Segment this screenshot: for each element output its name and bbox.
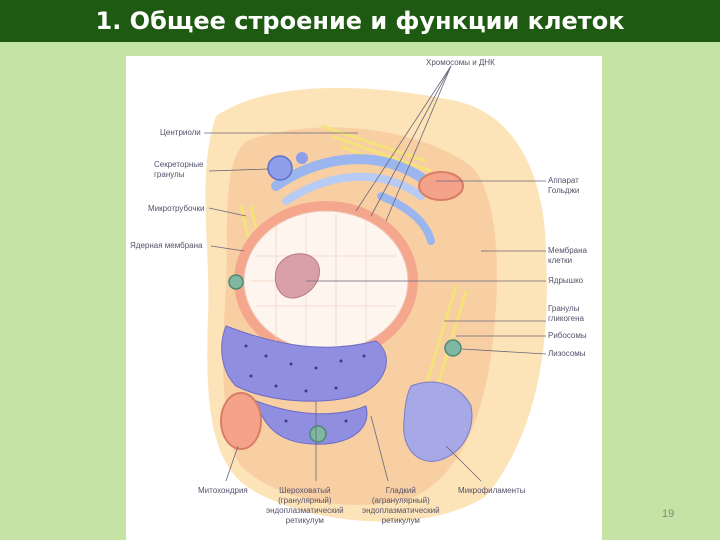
label-chromosomes: Хромосомы и ДНК — [426, 58, 495, 67]
lysosome-3 — [228, 274, 244, 290]
secretory-granule — [267, 155, 293, 181]
mitochondrion-top — [418, 171, 464, 201]
label-centrioles: Центриоли — [160, 128, 201, 137]
leader-lines — [204, 65, 547, 482]
golgi-apparatus — [271, 154, 435, 245]
mitochondrion-bottom — [220, 392, 262, 450]
cell-illustration — [204, 65, 547, 522]
label-golgi: Аппарат Гольджи — [548, 176, 580, 195]
smooth-er — [403, 381, 473, 462]
label-secretory-granules: Секреторные гранулы — [154, 160, 204, 179]
nucleolus — [274, 253, 320, 299]
label-rough-er: Шероховатый (гранулярный) эндоплазматиче… — [266, 486, 344, 525]
label-microfilaments: Микрофиламенты — [458, 486, 526, 495]
cell-diagram: Хромосомы и ДНК Центриоли Секреторные гр… — [126, 56, 602, 540]
label-smooth-er: Гладкий (агранулярный) эндоплазматически… — [362, 486, 440, 525]
label-nuclear-membrane: Ядерная мембрана — [130, 241, 203, 250]
label-mitochondria: Митохондрия — [198, 486, 248, 495]
slide-title: 1. Общее строение и функции клеток — [95, 7, 625, 35]
lysosome-1 — [444, 339, 462, 357]
label-lysosomes: Лизосомы — [548, 349, 586, 358]
secretory-granule-small — [296, 152, 308, 164]
title-bar: 1. Общее строение и функции клеток — [0, 0, 720, 42]
rough-er — [221, 325, 387, 445]
page-number: 19 — [662, 508, 675, 520]
label-microtubules: Микротрубочки — [148, 204, 205, 213]
label-nucleolus: Ядрышко — [548, 276, 584, 285]
label-cell-membrane: Мембрана клетки — [548, 246, 587, 265]
label-ribosomes: Рибосомы — [548, 331, 587, 340]
lysosome-2 — [309, 425, 327, 443]
label-glycogen: Гранулы гликогена — [548, 304, 584, 323]
